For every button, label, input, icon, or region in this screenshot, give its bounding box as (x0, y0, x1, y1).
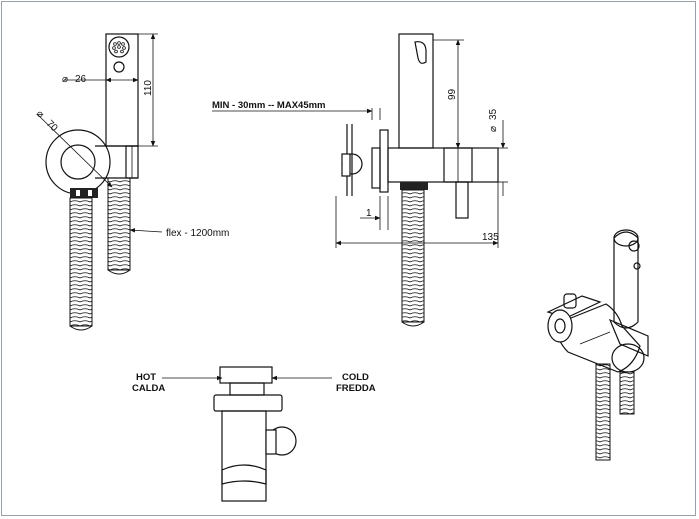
hose-right (107, 177, 131, 271)
hose-left (69, 197, 93, 327)
dim-35: 35 (488, 108, 499, 120)
dim-1: 1 (366, 208, 372, 219)
dim-110: 110 (143, 80, 154, 96)
cold-label-it: FREDDA (336, 383, 376, 394)
front-view: MIN - 30mm -- MAX45mm 99 ⌀ 35 1 135 (212, 33, 508, 327)
handshower-iso (613, 231, 639, 329)
dim-99: 99 (447, 88, 458, 100)
diameter-symbol: ⌀ (488, 126, 499, 132)
hot-label: HOT (136, 372, 156, 383)
dim-135: 135 (482, 232, 499, 243)
wall-range-label: MIN - 30mm -- MAX45mm (212, 100, 326, 111)
handshower-body-front (398, 33, 434, 149)
diameter-symbol: ⌀ (62, 74, 68, 85)
cold-label: COLD (342, 372, 369, 383)
valve-body (221, 410, 267, 502)
handshower-body (105, 33, 139, 147)
hose-iso-1 (595, 363, 611, 461)
button-icon (113, 61, 125, 73)
diameter-symbol: ⌀ (34, 108, 46, 120)
hose-iso-2 (619, 371, 635, 415)
hot-label-it: CALDA (132, 383, 165, 394)
flex-label: flex - 1200mm (166, 228, 229, 239)
hose-front (401, 189, 425, 323)
mixer-body (387, 147, 499, 183)
isometric-view (546, 229, 649, 461)
lever (455, 181, 469, 219)
top-view: HOT CALDA COLD FREDDA (132, 366, 376, 502)
dim-70: 70 (44, 118, 60, 134)
dim-26: 26 (75, 74, 87, 85)
side-view: ⌀ 26 110 ⌀ 70 flex - 1200mm (34, 33, 229, 331)
nozzle-icon (108, 36, 130, 58)
wall-flange (379, 129, 389, 193)
wall-holder (45, 129, 111, 195)
